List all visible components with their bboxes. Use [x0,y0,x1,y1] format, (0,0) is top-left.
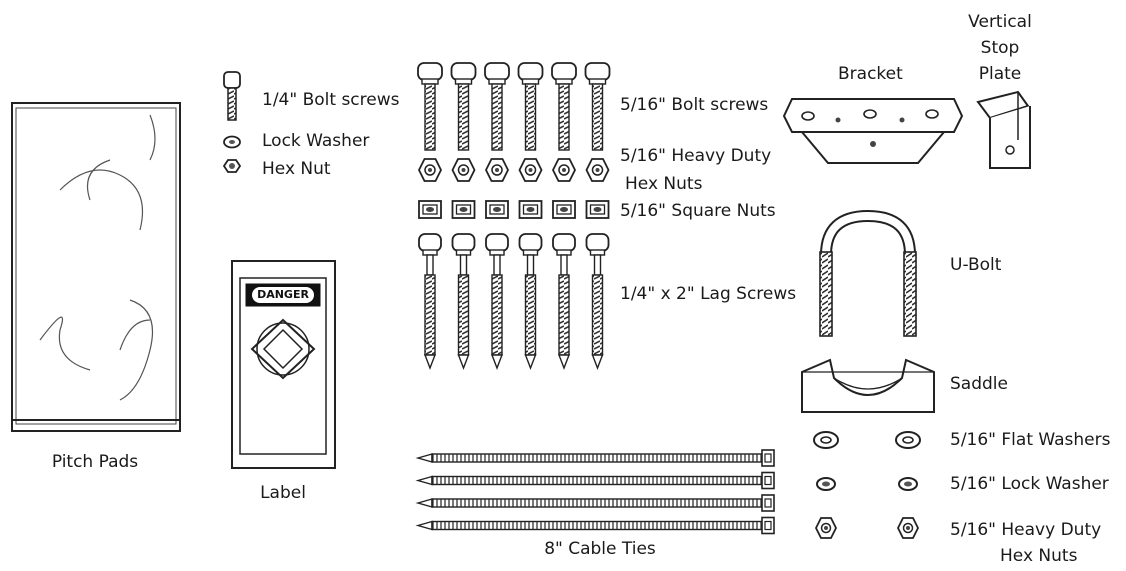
cable-tie-4 [415,516,775,535]
label-lag-screws: 1/4" x 2" Lag Screws [620,284,797,304]
vertical-stop-plate-illustration [976,90,1031,169]
lag-screw-5 [552,233,576,370]
label-516-heavy-duty-line1: 5/16" Heavy Duty [620,146,772,166]
flat-washer-516-1 [813,431,839,449]
heavy-hex-nut-516-5 [551,158,577,182]
label-516-heavy-duty-right-line2: Hex Nuts [1000,546,1078,566]
label-516-bolt-screws: 5/16" Bolt screws [620,95,769,115]
hex-nut-illustration [222,159,242,173]
label-516-heavy-duty-right-line1: 5/16" Heavy Duty [950,520,1102,540]
flat-washer-516-2 [895,431,921,449]
label-pitch-pads: Pitch Pads [51,452,139,472]
bolt-516-6 [584,62,611,151]
label-quarter-bolt-screws: 1/4" Bolt screws [262,90,400,110]
label-516-lock-washer: 5/16" Lock Washer [950,474,1109,494]
lag-screw-2 [451,233,476,370]
label-516-square-nuts: 5/16" Square Nuts [620,201,776,221]
cable-tie-2 [415,471,775,490]
label-bracket: Bracket [838,64,903,84]
label-label: Label [260,483,306,503]
square-nut-4 [518,200,543,219]
lag-screw-4 [518,233,543,370]
bolt-516-3 [484,62,510,151]
label-u-bolt: U-Bolt [950,255,1002,275]
cable-tie-group [415,449,775,535]
quarter-bolt-illustration [223,71,241,121]
heavy-hex-nut-right-1 [814,517,838,539]
cable-tie-3 [415,494,775,512]
bolt-516-5 [551,62,577,151]
lag-screw-6 [585,233,610,370]
lag-screw-1 [418,233,442,370]
lock-washer-516-1 [816,477,836,491]
heavy-hex-nut-516-2 [451,158,476,182]
heavy-hex-nut-516-4 [518,158,543,182]
label-516-heavy-duty-line2: Hex Nuts [625,174,703,194]
right-small-parts-group [813,431,921,539]
label-plate: Plate [978,64,1022,84]
heavy-hex-nut-516-group [417,158,610,182]
cable-tie-1 [415,449,775,467]
square-nut-2 [451,200,476,219]
bolt-516-1 [417,62,443,151]
lock-washer-516-2 [898,477,918,491]
square-nut-1 [418,200,442,219]
label-vertical: Vertical [968,12,1032,32]
label-saddle: Saddle [950,374,1008,394]
bolt-516-4 [517,62,544,151]
label-lock-washer: Lock Washer [262,131,370,151]
label-516-flat-washers: 5/16" Flat Washers [950,430,1111,450]
label-hex-nut: Hex Nut [262,159,331,179]
square-nut-5 [552,200,576,219]
heavy-hex-nut-516-3 [484,158,510,182]
bracket-illustration [782,98,964,164]
bolt-516-2 [450,62,477,151]
square-nut-group [418,200,610,219]
square-nut-3 [485,200,509,219]
danger-sign-text: DANGER [257,288,309,301]
label-cable-ties: 8" Cable Ties [544,539,656,559]
lock-washer-illustration [223,135,241,149]
saddle-illustration [801,358,935,413]
bolt-516-group [417,62,611,151]
u-bolt-illustration [819,209,917,337]
heavy-hex-nut-right-2 [896,517,920,539]
heavy-hex-nut-516-6 [585,158,610,182]
heavy-hex-nut-516-1 [417,158,443,182]
danger-label-illustration [231,260,336,469]
label-stop: Stop [980,38,1020,58]
pitch-pad-illustration [11,102,181,432]
square-nut-6 [585,200,610,219]
lag-screw-3 [485,233,509,370]
lag-screw-group [418,233,610,370]
